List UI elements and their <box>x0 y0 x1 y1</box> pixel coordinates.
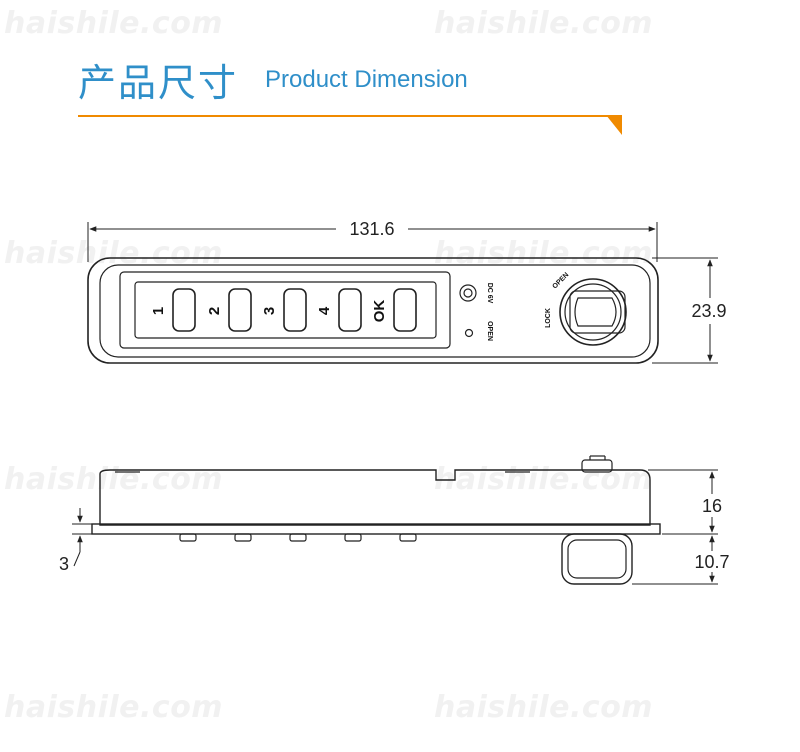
side-top-knob <box>581 459 613 473</box>
open-label: OPEN <box>486 321 493 341</box>
length-dimension-line <box>87 222 658 262</box>
body-depth-dimension-value: 16 <box>702 496 722 516</box>
key-label-2: 2 <box>206 307 223 315</box>
power-label: DC 6V <box>486 283 493 304</box>
title-underline <box>78 115 610 117</box>
watermark-text: haishile.com <box>4 690 224 725</box>
depth-dimension-line <box>632 469 718 585</box>
key-button-4 <box>338 288 362 332</box>
height-dimension-line <box>652 257 718 364</box>
key-label-1: 1 <box>150 307 167 315</box>
length-dimension-value: 131.6 <box>349 219 394 239</box>
lock-body-inner-outline <box>99 264 651 358</box>
key-button-2 <box>228 288 252 332</box>
side-body-outline <box>99 469 651 526</box>
power-port-icon <box>459 284 477 302</box>
side-key-cap <box>289 533 307 542</box>
knob-lock-label: LOCK <box>545 308 552 328</box>
key-label-ok: OK <box>371 300 388 323</box>
watermark-text: haishile.com <box>434 6 654 41</box>
keypad-panel <box>119 271 451 349</box>
page-title-english: Product Dimension <box>265 66 468 93</box>
watermark-text: haishile.com <box>434 462 654 497</box>
key-label-3: 3 <box>261 307 278 315</box>
side-bottom-knob <box>561 533 633 585</box>
knob-handle-icon <box>569 290 626 334</box>
watermark-text: haishile.com <box>434 690 654 725</box>
title-underline-corner <box>606 115 622 135</box>
flange-dimension-value: 3 <box>59 554 69 574</box>
lock-body-outline <box>87 257 659 364</box>
side-key-cap <box>399 533 417 542</box>
knob-outer-icon <box>559 278 627 346</box>
side-flange-plate <box>91 523 661 535</box>
watermark-text: haishile.com <box>4 462 224 497</box>
watermark-text: haishile.com <box>4 6 224 41</box>
key-button-3 <box>283 288 307 332</box>
side-key-cap <box>179 533 197 542</box>
key-label-4: 4 <box>316 306 333 315</box>
knob-depth-dimension-value: 10.7 <box>694 552 729 572</box>
keypad-panel-inner <box>134 281 437 339</box>
key-button-1 <box>172 288 196 332</box>
page-title-chinese: 产品尺寸 <box>78 61 239 105</box>
side-key-cap <box>234 533 252 542</box>
top-view <box>87 257 659 364</box>
knob-open-label: OPEN <box>551 271 570 290</box>
flange-dimension-line <box>72 508 96 567</box>
key-button-ok <box>393 288 417 332</box>
side-view <box>91 455 661 585</box>
height-dimension-value: 23.9 <box>691 301 726 321</box>
side-key-cap <box>344 533 362 542</box>
led-indicator-icon <box>464 328 474 338</box>
